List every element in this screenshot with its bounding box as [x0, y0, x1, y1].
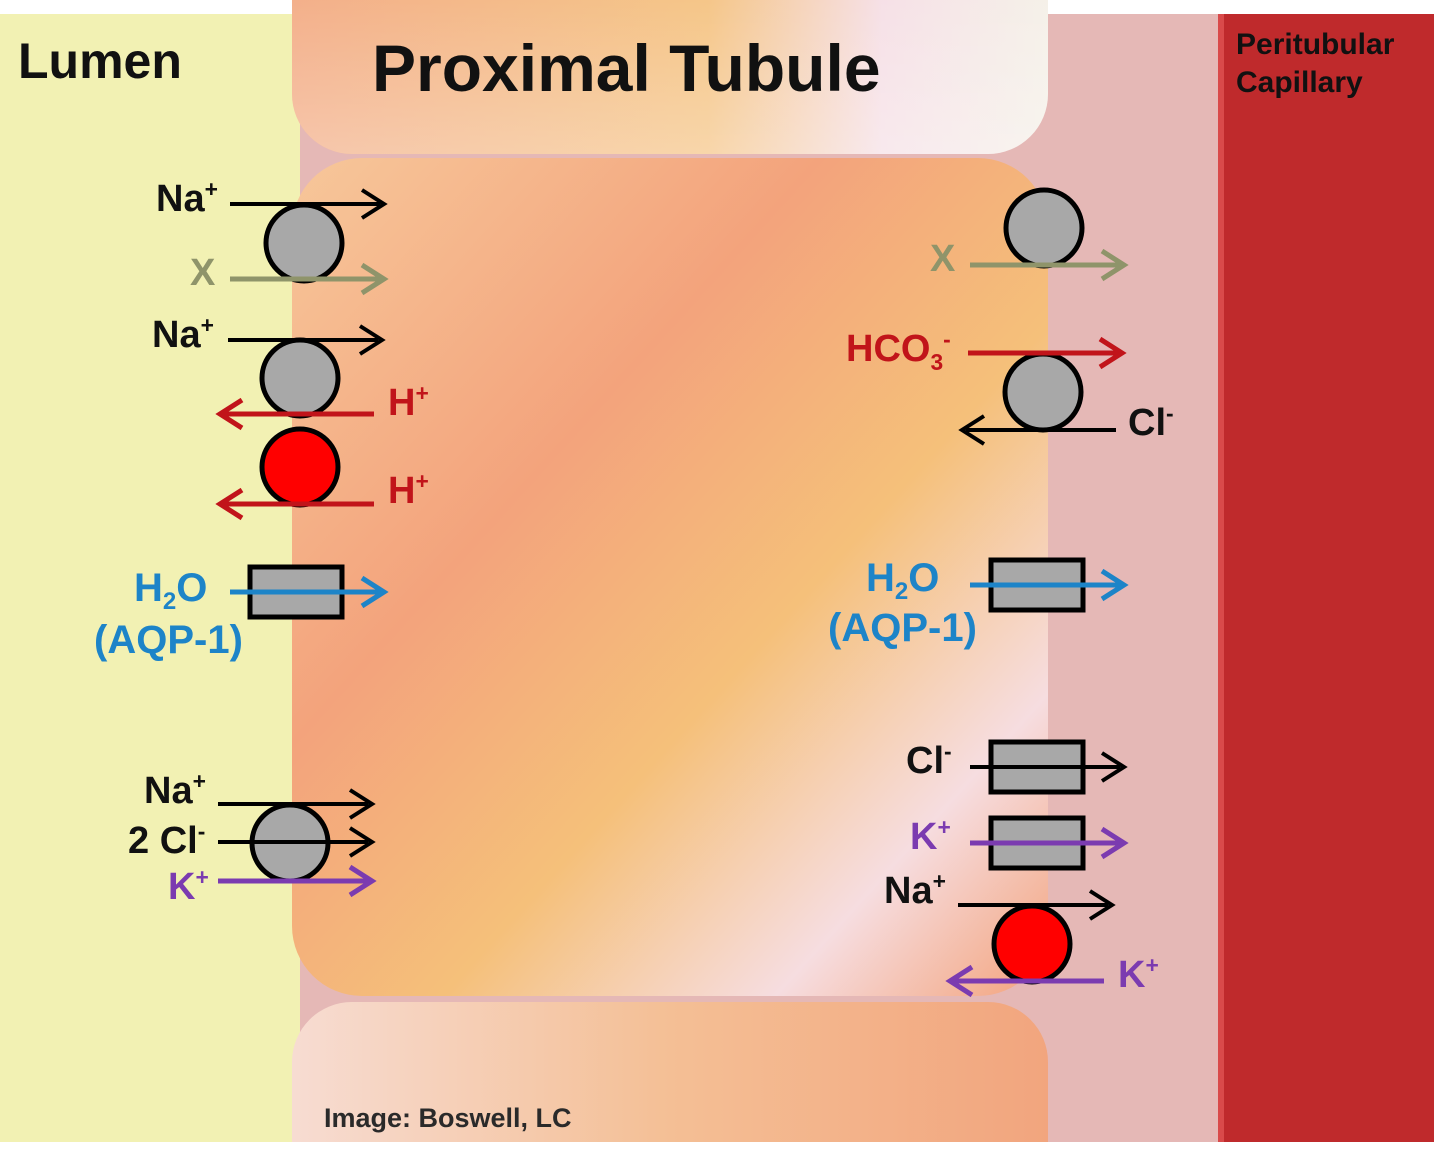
cell-bottom	[292, 1002, 1048, 1154]
nak-na-label: Na+	[884, 868, 946, 912]
apical-aqp-label: (AQP-1)	[94, 618, 243, 662]
cell-main	[292, 158, 1048, 996]
page-title: Proximal Tubule	[372, 31, 881, 105]
basolateral-aqp-label: (AQP-1)	[828, 606, 977, 650]
nak-k-label: K+	[1118, 952, 1159, 996]
apical-na-label: Na+	[156, 176, 218, 220]
na-k-atpase	[945, 889, 1116, 998]
na-h-exchanger	[215, 324, 386, 431]
capillary-label-line2: Capillary	[1236, 66, 1363, 99]
nkcc-k-label: K+	[168, 864, 209, 908]
capillary-region	[1218, 14, 1434, 1142]
apical-aquaporin	[230, 564, 389, 620]
nkcc-cotransporter	[218, 788, 377, 898]
h-atpase-pump	[215, 426, 374, 521]
basolateral-aquaporin	[970, 557, 1129, 613]
clch-cl-label: Cl-	[906, 738, 952, 782]
basolateral-x-uniporter	[970, 187, 1129, 282]
nkcc-na-label: Na+	[144, 768, 206, 812]
hpump-h-label: H+	[388, 468, 429, 512]
kch-k-label: K+	[910, 814, 951, 858]
apical-x-label: X	[190, 252, 216, 294]
nhe-h-label: H+	[388, 380, 429, 424]
na-x-symporter	[230, 188, 389, 296]
lumen-label: Lumen	[18, 33, 182, 89]
ae-cl-label: Cl-	[1128, 400, 1174, 444]
k-channel	[970, 815, 1129, 871]
cl-channel	[970, 739, 1128, 795]
nhe-na-label: Na+	[152, 312, 214, 356]
basolateral-x-label: X	[930, 238, 956, 280]
basolateral-h2o-label: H2O	[866, 556, 940, 605]
cl-hco3-exchanger	[958, 336, 1127, 446]
apical-h2o-label: H2O	[134, 566, 208, 615]
image-credit: Image: Boswell, LC	[324, 1103, 572, 1133]
ae-hco3-label: HCO3-	[846, 326, 951, 376]
nkcc-cl-label: 2 Cl-	[128, 818, 206, 862]
capillary-label-line1: Peritubular	[1236, 28, 1395, 61]
